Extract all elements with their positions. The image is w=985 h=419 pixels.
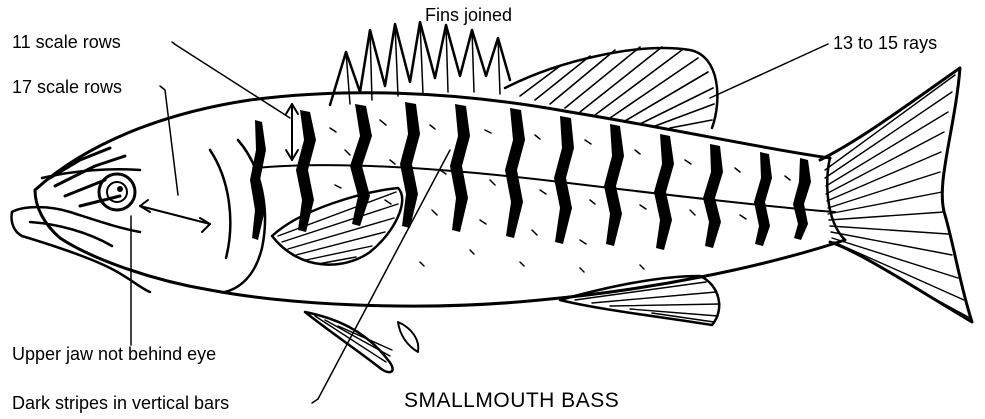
soft-dorsal-fin bbox=[505, 47, 717, 128]
tail-fin bbox=[820, 68, 972, 322]
leader-lines bbox=[131, 42, 828, 403]
depth-arrow bbox=[286, 104, 298, 160]
leader-dark-stripes bbox=[312, 150, 450, 403]
lateral-line bbox=[255, 165, 835, 212]
label-upper-jaw: Upper jaw not behind eye bbox=[12, 345, 216, 363]
species-title: SMALLMOUTH BASS bbox=[404, 390, 619, 411]
body-outline bbox=[35, 93, 845, 306]
label-dark-stripes: Dark stripes in vertical bars bbox=[12, 394, 229, 412]
pelvic-fin bbox=[305, 312, 418, 372]
leader-17-scale-rows bbox=[160, 86, 178, 195]
cheek-arrow bbox=[140, 200, 210, 232]
label-rays: 13 to 15 rays bbox=[833, 34, 937, 52]
label-11-scale-rows: 11 scale rows bbox=[12, 33, 121, 51]
dark-vertical-bars bbox=[250, 102, 811, 250]
pectoral-fin bbox=[272, 188, 402, 265]
eye bbox=[99, 174, 135, 210]
leader-rays bbox=[710, 44, 828, 98]
label-fins-joined: Fins joined bbox=[425, 6, 512, 24]
head-details bbox=[11, 140, 265, 292]
label-17-scale-rows: 17 scale rows bbox=[12, 78, 122, 96]
leader-11-scale-rows bbox=[172, 42, 290, 118]
anal-fin bbox=[560, 276, 720, 325]
